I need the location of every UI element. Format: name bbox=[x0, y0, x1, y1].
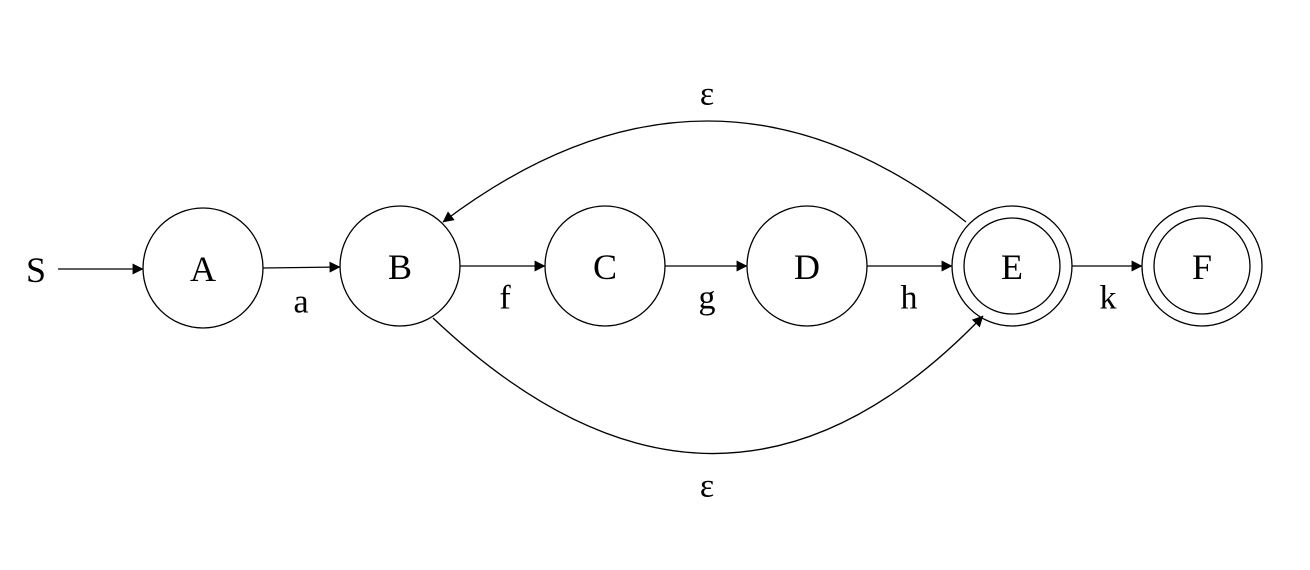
transition-d-e-label: h bbox=[901, 280, 918, 317]
transition-b-e-curve-arrow bbox=[432, 315, 984, 454]
state-a-label: A bbox=[190, 249, 216, 289]
transition-b-e-label: ε bbox=[700, 468, 714, 505]
start-symbol: S bbox=[26, 250, 46, 290]
state-c: C bbox=[544, 205, 666, 327]
transition-e-b-curve-arrow bbox=[442, 120, 967, 223]
state-b-label: B bbox=[388, 247, 412, 287]
state-f: F bbox=[1141, 205, 1263, 327]
state-a: A bbox=[142, 207, 264, 329]
transition-e-b-label: ε bbox=[700, 76, 714, 113]
state-e-inner-circle bbox=[963, 217, 1061, 315]
state-e-label: E bbox=[1001, 247, 1023, 287]
state-c-label: C bbox=[593, 247, 617, 287]
transition-a-b-arrow bbox=[262, 261, 341, 273]
state-d-label: D bbox=[794, 247, 820, 287]
state-b: B bbox=[339, 205, 461, 327]
transition-e-f-label: k bbox=[1100, 280, 1117, 317]
state-f-label: F bbox=[1192, 247, 1212, 287]
transition-c-d-label: g bbox=[699, 280, 716, 317]
state-f-inner-circle bbox=[1153, 217, 1251, 315]
state-d: D bbox=[746, 205, 868, 327]
state-e: E bbox=[951, 205, 1073, 327]
transition-a-b-label: a bbox=[293, 284, 308, 321]
transition-b-c-label: f bbox=[499, 280, 511, 317]
